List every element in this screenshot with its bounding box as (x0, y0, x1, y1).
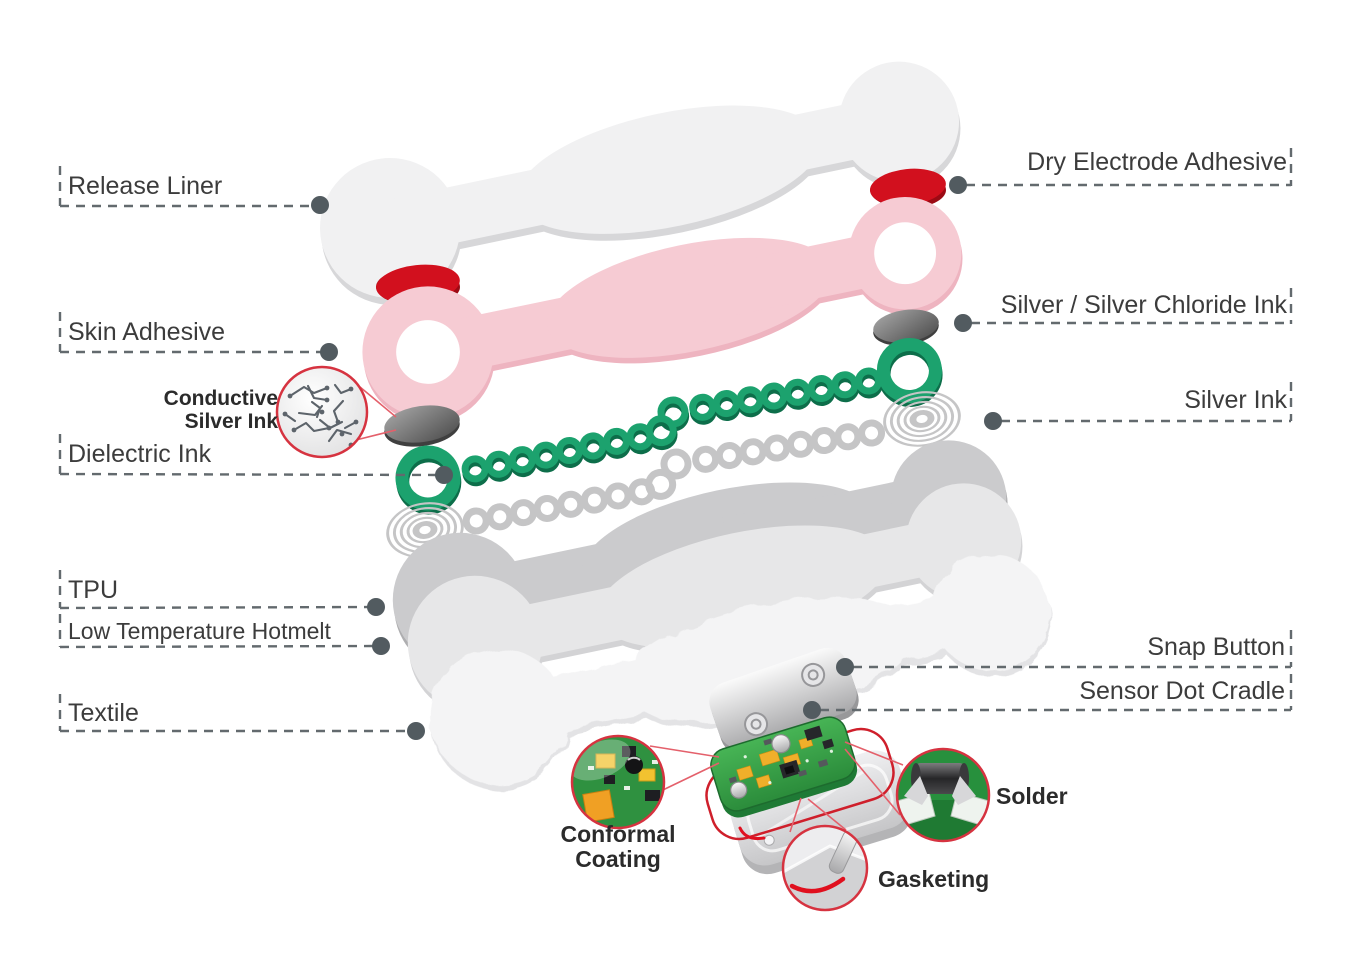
silver-ink-trace-left (383, 468, 677, 562)
label-conformal-line1: Conformal (560, 821, 676, 847)
leader-lines (58, 148, 1293, 733)
pcb-components (728, 725, 835, 799)
snap-button-plate (709, 647, 859, 754)
label-low-temperature-hotmelt: Low Temperature Hotmelt (68, 618, 331, 644)
conductive-silver-ink-disc-right (873, 309, 939, 346)
label-conductive-line1: Conductive (163, 387, 278, 410)
label-snap-button: Snap Button (1147, 633, 1285, 661)
gasketing-magnifier (781, 824, 869, 912)
conductive-ink-magnifier (275, 365, 369, 459)
label-skin-adhesive: Skin Adhesive (68, 318, 226, 346)
circuit-pattern (282, 383, 359, 448)
leader-dots (311, 176, 1002, 740)
label-dielectric-ink: Dielectric Ink (68, 440, 212, 468)
label-textile: Textile (68, 699, 139, 727)
label-conductive-silver-ink: Conductive Silver Ink (140, 387, 278, 433)
pcb (710, 716, 858, 818)
conductive-silver-ink-disc-left (384, 405, 460, 447)
label-tpu: TPU (68, 576, 118, 604)
label-dry-electrode-adhesive: Dry Electrode Adhesive (1027, 148, 1287, 176)
conductive-ink-callout-lines (355, 386, 397, 441)
snap-stud (744, 662, 826, 737)
dry-electrode-adhesive-right (870, 168, 946, 208)
skin-adhesive-layer (350, 177, 975, 436)
label-conductive-line2: Silver Ink (184, 410, 278, 433)
label-sensor-dot-cradle: Sensor Dot Cradle (1079, 677, 1285, 705)
label-release-liner: Release Liner (68, 172, 223, 200)
gasket-bead (738, 826, 766, 840)
label-silver-ink: Silver Ink (1184, 386, 1287, 414)
label-solder: Solder (996, 783, 1068, 809)
conformal-coating-magnifier (570, 734, 666, 830)
label-conformal-line2: Coating (575, 846, 661, 872)
label-gasketing: Gasketing (878, 866, 990, 892)
solder-magnifier (895, 747, 991, 843)
label-silver-silver-chloride-ink: Silver / Silver Chloride Ink (1000, 291, 1287, 319)
silver-ink-trace-right (660, 387, 963, 480)
label-conformal-coating: Conformal Coating (546, 822, 690, 872)
